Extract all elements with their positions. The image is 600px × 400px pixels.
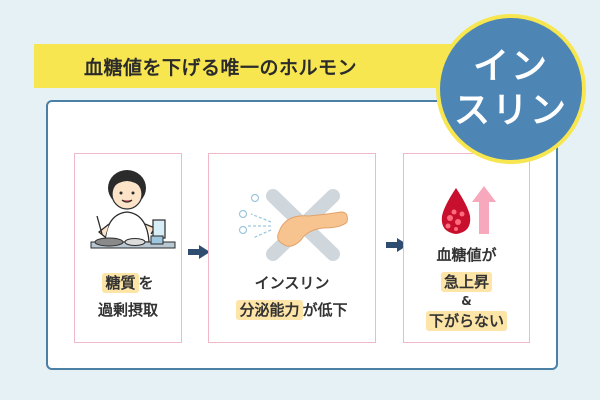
step-3-line-1: 血糖値が — [436, 246, 497, 264]
ampersand: & — [461, 294, 472, 308]
title-banner: 血糖値を下げる唯一のホルモン — [34, 44, 502, 88]
highlight-spike: 急上昇 — [440, 272, 492, 292]
step-card-carb-overeating: 糖質を 過剰摂取 — [74, 153, 182, 343]
arrow-right-icon — [386, 238, 408, 252]
arrow-right-icon — [188, 245, 210, 259]
step-card-insulin-decline: インスリン 分泌能力が低下 — [208, 153, 376, 343]
page-title: 血糖値を下げる唯一のホルモン — [84, 56, 358, 79]
badge-line-1: イン — [472, 46, 549, 87]
highlight-not-decrease: 下がらない — [425, 311, 507, 331]
step-2-line-1: インスリン — [254, 274, 330, 292]
badge-line-2: スリン — [453, 90, 568, 131]
blood-drop-rising-icon — [441, 186, 496, 234]
step-1-line-2: 過剰摂取 — [97, 301, 158, 319]
pancreas-icon — [238, 189, 348, 261]
insulin-badge: イン スリン — [436, 14, 586, 164]
highlight-carbs: 糖質 — [102, 273, 139, 293]
person-eating-icon — [90, 170, 176, 249]
highlight-secretion: 分泌能力 — [236, 300, 303, 320]
step-card-blood-sugar: 血糖値が 急上昇 & 下がらない — [403, 153, 530, 343]
step-2-particle: が低下 — [302, 301, 348, 319]
step-1-particle: を — [138, 274, 154, 292]
